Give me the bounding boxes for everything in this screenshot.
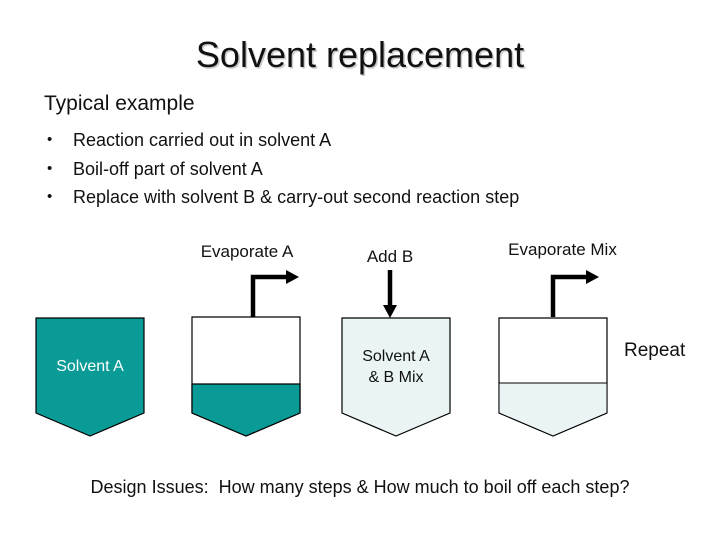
vessel-3-label: Solvent A & B Mix [342,346,450,388]
bullet-item: • Reaction carried out in solvent A [44,126,644,155]
add-b-arrowhead-icon [383,305,397,318]
bullet-list: • Reaction carried out in solvent A • Bo… [44,126,644,212]
evaporate-mix-arrow [550,274,588,317]
evaporate-a-label: Evaporate A [200,242,294,261]
bullet-icon: • [47,131,53,148]
evaporate-a-arrow [250,274,288,317]
slide-title: Solvent replacement [195,34,525,75]
bullet-icon: • [47,188,53,205]
vessel-1-label: Solvent A [56,358,124,375]
vessel-3-label-line2: & B Mix [368,369,424,386]
vessel-4-residue [498,382,608,437]
evaporate-mix-arrowhead-icon [586,270,599,284]
slide-subtitle: Typical example [44,92,195,115]
vessel-2-residue [191,383,301,437]
bullet-icon: • [47,159,53,177]
vessel-1-solvent-a [35,317,145,437]
repeat-label: Repeat [624,340,686,361]
bullet-text: Replace with solvent B & carry-out secon… [73,187,520,207]
evaporate-mix-label: Evaporate Mix [508,240,617,259]
vessel-3-label-line1: Solvent A [362,348,430,365]
evaporate-a-arrowhead-icon [286,270,299,284]
footer-design-issues: Design Issues: How many steps & How much… [90,477,630,497]
vessel-3-mix [341,317,451,437]
bullet-text: Boil-off part of solvent A [73,158,263,179]
add-b-label: Add B [366,247,414,266]
bullet-text: Reaction carried out in solvent A [73,130,332,150]
bullet-item: • Boil-off part of solvent A [44,155,644,184]
bullet-item: • Replace with solvent B & carry-out sec… [44,183,644,212]
